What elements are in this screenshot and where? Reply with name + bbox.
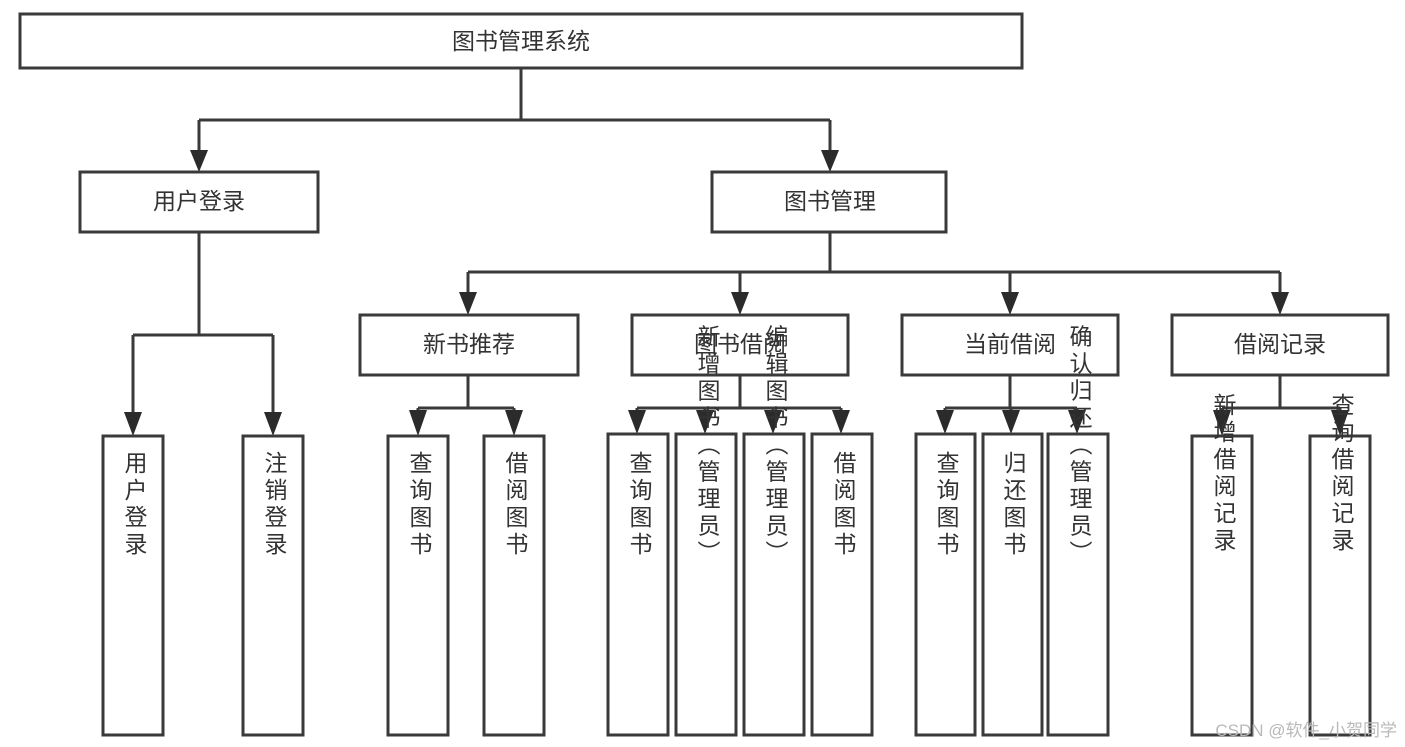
arrowhead-leaf-add-record bbox=[1213, 410, 1231, 436]
node-leaf-add-record[interactable]: 新增借阅记录 bbox=[1190, 393, 1254, 737]
node-user-login-label: 用户登录 bbox=[153, 188, 245, 214]
node-root[interactable]: 图书管理系统 bbox=[18, 12, 1024, 70]
node-user-login[interactable]: 用户登录 bbox=[78, 170, 320, 234]
node-leaf-query-book-3[interactable]: 查询图书 bbox=[914, 432, 977, 737]
arrowhead-leaf-logout-login bbox=[264, 412, 282, 436]
node-user-login-box[interactable] bbox=[78, 170, 320, 234]
node-leaf-user-login[interactable]: 用户登录 bbox=[101, 434, 165, 737]
node-leaf-query-book-1-box[interactable] bbox=[386, 434, 450, 737]
node-leaf-logout-login-box[interactable] bbox=[241, 434, 305, 737]
node-leaf-query-record-label: 查询借阅记录 bbox=[1328, 393, 1355, 555]
node-leaf-add-record-label: 新增借阅记录 bbox=[1210, 393, 1237, 555]
node-new-book-recommend-box[interactable] bbox=[358, 313, 580, 377]
node-leaf-add-book-label: 新增图书（管理员） bbox=[694, 325, 721, 568]
node-leaf-borrow-book-2[interactable]: 借阅图书 bbox=[810, 432, 874, 737]
node-borrow-record[interactable]: 借阅记录 bbox=[1170, 313, 1390, 377]
arrowhead-leaf-confirm-return bbox=[1068, 410, 1086, 434]
node-leaf-query-book-2-label: 查询图书 bbox=[626, 451, 653, 559]
node-current-borrow-label: 当前借阅 bbox=[964, 331, 1056, 357]
node-root-box[interactable] bbox=[18, 12, 1024, 70]
node-root-label: 图书管理系统 bbox=[452, 28, 590, 54]
arrowhead-leaf-edit-book bbox=[764, 410, 782, 434]
node-leaf-add-book[interactable]: 新增图书（管理员） bbox=[674, 325, 738, 737]
node-leaf-borrow-book-1-label: 借阅图书 bbox=[502, 451, 529, 559]
node-current-borrow-box[interactable] bbox=[900, 313, 1120, 377]
arrowhead-leaf-query-book-3 bbox=[936, 410, 954, 434]
node-leaf-edit-book-box[interactable] bbox=[742, 432, 806, 737]
arrowhead-leaf-query-record bbox=[1331, 410, 1349, 436]
arrowhead-new-book-recommend bbox=[459, 292, 477, 315]
node-leaf-query-record[interactable]: 查询借阅记录 bbox=[1308, 393, 1372, 737]
arrowhead-book-borrow bbox=[731, 292, 749, 315]
node-borrow-record-label: 借阅记录 bbox=[1234, 331, 1326, 357]
node-book-management[interactable]: 图书管理 bbox=[710, 170, 948, 234]
node-new-book-recommend[interactable]: 新书推荐 bbox=[358, 313, 580, 377]
node-book-borrow-box[interactable] bbox=[630, 313, 850, 377]
node-leaf-confirm-return-box[interactable] bbox=[1046, 432, 1110, 737]
node-borrow-record-box[interactable] bbox=[1170, 313, 1390, 377]
node-book-management-box[interactable] bbox=[710, 170, 948, 234]
node-new-book-recommend-label: 新书推荐 bbox=[423, 331, 515, 357]
node-leaf-user-login-box[interactable] bbox=[101, 434, 165, 737]
node-leaf-return-book-label: 归还图书 bbox=[1000, 451, 1027, 559]
node-leaf-query-record-box[interactable] bbox=[1308, 434, 1372, 737]
node-book-borrow-label: 图书借阅 bbox=[694, 331, 786, 357]
arrowhead-leaf-user-login bbox=[124, 412, 142, 436]
node-leaf-user-login-label: 用户登录 bbox=[121, 451, 148, 559]
node-leaf-borrow-book-2-label: 借阅图书 bbox=[830, 451, 857, 559]
node-leaf-add-record-box[interactable] bbox=[1190, 434, 1254, 737]
arrowhead-borrow-record bbox=[1271, 292, 1289, 315]
node-leaf-borrow-book-1[interactable]: 借阅图书 bbox=[482, 434, 546, 737]
node-leaf-return-book-box[interactable] bbox=[981, 432, 1044, 737]
node-leaf-query-book-1-label: 查询图书 bbox=[406, 451, 433, 559]
arrowhead-leaf-borrow-book-1 bbox=[505, 410, 523, 436]
node-leaf-return-book[interactable]: 归还图书 bbox=[981, 432, 1044, 737]
arrowhead-user-login bbox=[190, 150, 208, 172]
node-leaf-borrow-book-1-box[interactable] bbox=[482, 434, 546, 737]
node-leaf-confirm-return[interactable]: 确认归还（管理员） bbox=[1046, 325, 1110, 737]
node-leaf-logout-login-label: 注销登录 bbox=[261, 451, 288, 559]
node-leaf-query-book-1[interactable]: 查询图书 bbox=[386, 434, 450, 737]
node-leaf-query-book-2-box[interactable] bbox=[606, 432, 670, 737]
arrowhead-leaf-borrow-book-2 bbox=[832, 410, 850, 434]
node-current-borrow[interactable]: 当前借阅 bbox=[900, 313, 1120, 377]
arrowhead-leaf-add-book bbox=[696, 410, 714, 434]
node-book-management-label: 图书管理 bbox=[784, 188, 876, 214]
node-leaf-logout-login[interactable]: 注销登录 bbox=[241, 434, 305, 737]
arrowhead-leaf-query-book-1 bbox=[409, 410, 427, 436]
arrowhead-current-borrow bbox=[1001, 292, 1019, 315]
node-leaf-borrow-book-2-box[interactable] bbox=[810, 432, 874, 737]
node-leaf-query-book-3-label: 查询图书 bbox=[933, 451, 960, 559]
node-leaf-query-book-3-box[interactable] bbox=[914, 432, 977, 737]
node-leaf-edit-book-label: 编辑图书（管理员） bbox=[762, 325, 789, 568]
node-book-borrow[interactable]: 图书借阅 bbox=[630, 313, 850, 377]
arrowhead-leaf-return-book bbox=[1002, 410, 1020, 434]
node-leaf-add-book-box[interactable] bbox=[674, 432, 738, 737]
node-leaf-query-book-2[interactable]: 查询图书 bbox=[606, 432, 670, 737]
node-leaf-edit-book[interactable]: 编辑图书（管理员） bbox=[742, 325, 806, 737]
node-leaf-confirm-return-label: 确认归还（管理员） bbox=[1066, 325, 1093, 568]
arrowhead-book-management bbox=[821, 150, 839, 172]
edge-group bbox=[124, 68, 1349, 436]
arrowhead-leaf-query-book-2 bbox=[628, 410, 646, 434]
